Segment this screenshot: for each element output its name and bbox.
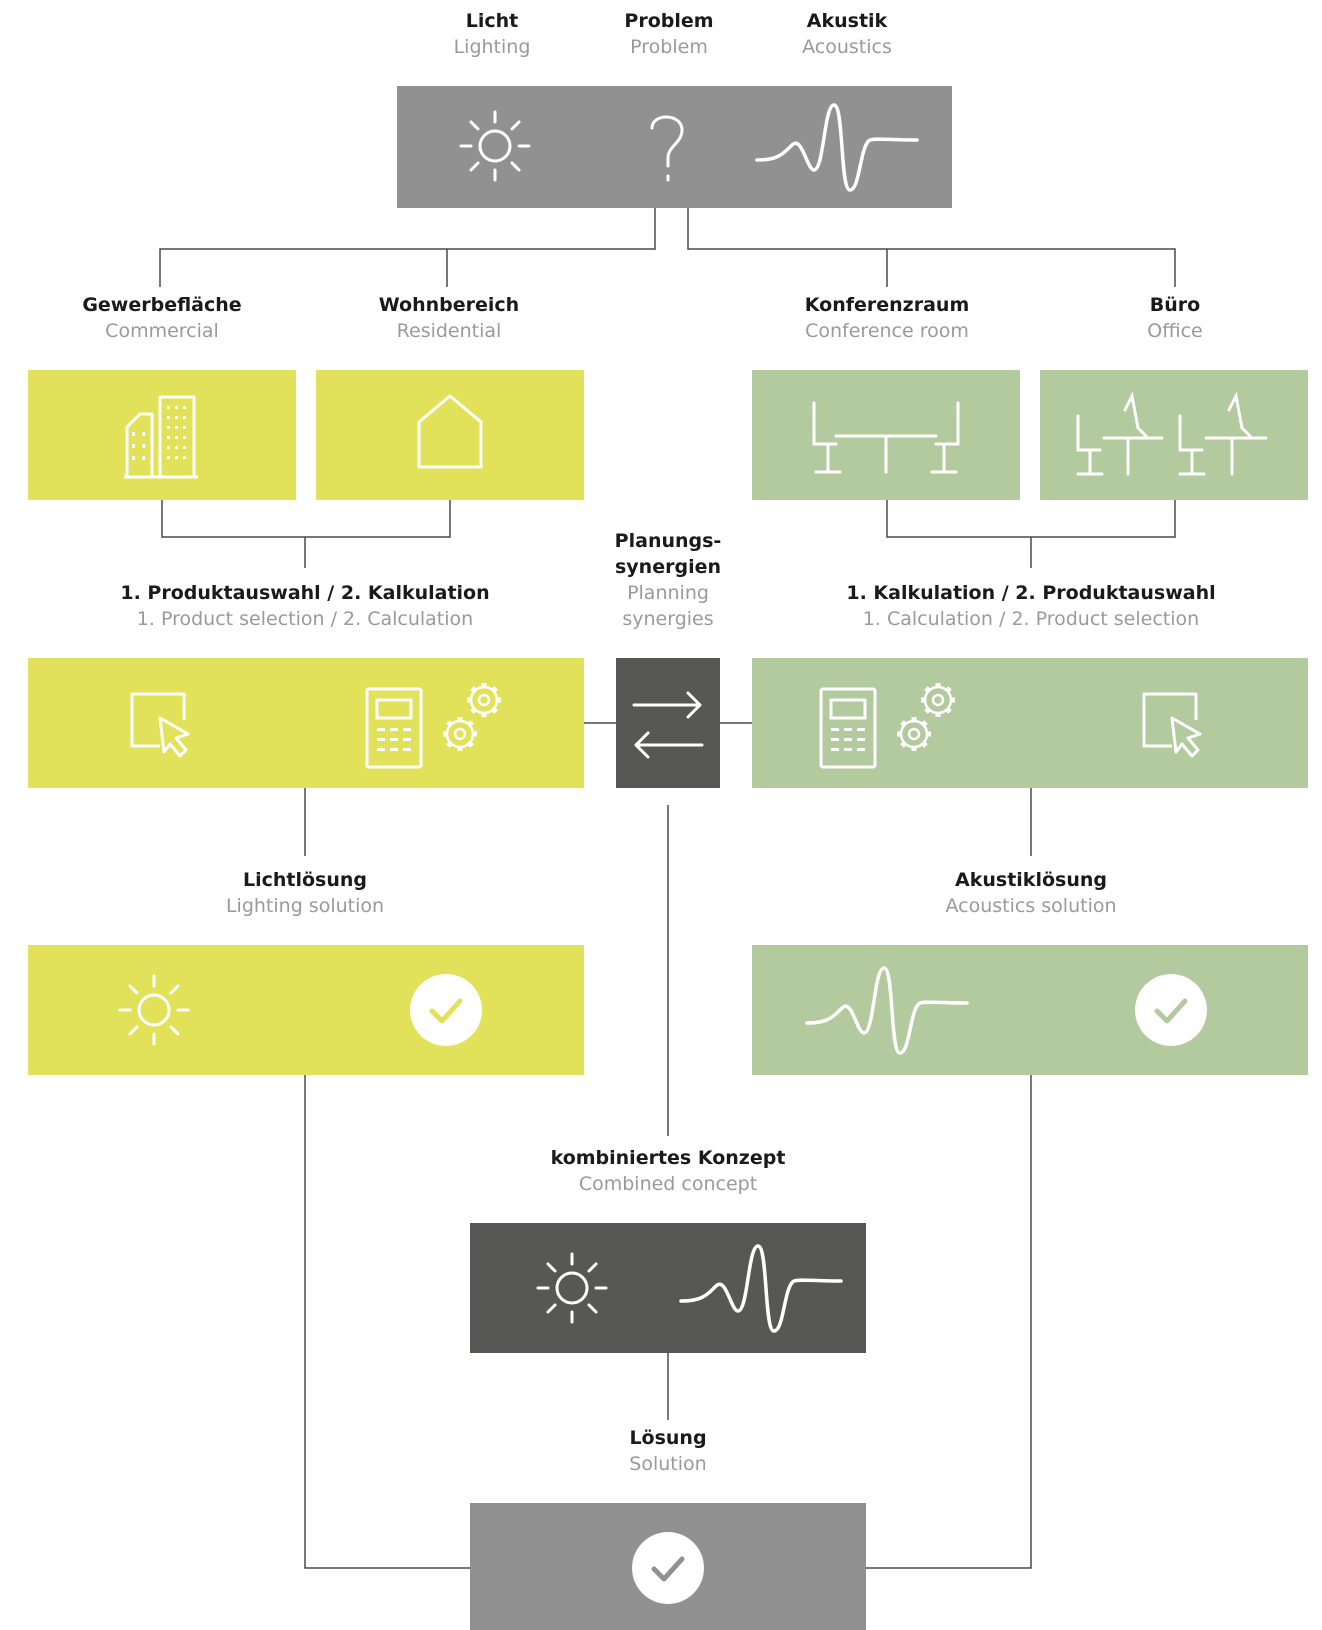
label-combined-concept: kombiniertes Konzept Combined concept <box>551 1145 786 1197</box>
label-problem-en: Problem <box>630 36 708 58</box>
conference-room-box <box>752 370 1020 500</box>
label-acoustics-solution-en: Acoustics solution <box>945 895 1117 917</box>
label-acoustics-process-de: 1. Kalkulation / 2. Produktauswahl <box>846 582 1216 604</box>
label-solution-de: Lösung <box>629 1427 707 1449</box>
sound-wave-icon <box>805 966 969 1055</box>
calculator-icon <box>819 687 877 769</box>
lighting-solution-box <box>28 945 584 1075</box>
acoustics-process-box <box>752 658 1308 788</box>
conference-table-icon <box>812 401 960 474</box>
label-acoustics-solution-de: Akustiklösung <box>955 869 1107 891</box>
acoustics-solution-box <box>752 945 1308 1075</box>
label-lighting-solution-de: Lichtlösung <box>242 869 368 891</box>
label-acoustics-en: Acoustics <box>802 36 892 58</box>
label-problem-de: Problem <box>624 10 714 32</box>
label-lighting-process: 1. Produktauswahl / 2. Kalkulation 1. Pr… <box>120 580 489 632</box>
label-conference-room-en: Conference room <box>805 320 969 342</box>
cursor-select-icon <box>130 692 190 758</box>
label-acoustics-process: 1. Kalkulation / 2. Produktauswahl 1. Ca… <box>846 580 1215 632</box>
label-office-en: Office <box>1147 320 1203 342</box>
label-lighting-solution-en: Lighting solution <box>225 895 385 917</box>
label-combined-concept-en: Combined concept <box>578 1173 758 1195</box>
label-solution: Lösung Solution <box>629 1425 706 1477</box>
label-commercial-en: Commercial <box>105 320 219 342</box>
commercial-box <box>28 370 296 500</box>
sun-icon <box>536 1252 608 1324</box>
label-lighting-solution: Lichtlösung Lighting solution <box>226 867 384 919</box>
label-solution-en: Solution <box>629 1453 707 1475</box>
house-icon <box>417 394 483 469</box>
checkmark-icon <box>632 1532 704 1604</box>
lighting-process-box <box>28 658 584 788</box>
label-commercial: Gewerbefläche Commercial <box>82 292 241 344</box>
question-mark-icon <box>650 115 684 182</box>
label-residential-en: Residential <box>396 320 502 342</box>
label-conference-room: Konferenzraum Conference room <box>805 292 969 344</box>
final-solution-box <box>470 1503 866 1630</box>
label-combined-concept-de: kombiniertes Konzept <box>550 1147 786 1169</box>
label-lighting-de: Licht <box>465 10 519 32</box>
label-residential: Wohnbereich Residential <box>379 292 519 344</box>
label-lighting-process-de: 1. Produktauswahl / 2. Kalkulation <box>120 582 490 604</box>
label-acoustics-process-en: 1. Calculation / 2. Product selection <box>862 608 1200 630</box>
checkmark-icon <box>410 974 482 1046</box>
gears-icon <box>443 683 501 751</box>
label-commercial-de: Gewerbefläche <box>82 294 242 316</box>
label-synergies-en-2: synergies <box>622 608 714 630</box>
label-residential-de: Wohnbereich <box>378 294 520 316</box>
label-problem: Problem Problem <box>624 8 713 60</box>
label-lighting: Licht Lighting <box>454 8 531 60</box>
residential-box <box>316 370 584 500</box>
label-acoustics-solution: Akustiklösung Acoustics solution <box>945 867 1116 919</box>
sun-icon <box>459 110 531 182</box>
label-synergies-en-1: Planning <box>627 582 709 604</box>
calculator-icon <box>365 687 423 769</box>
label-office: Büro Office <box>1147 292 1202 344</box>
label-office-de: Büro <box>1149 294 1201 316</box>
exchange-arrows-icon <box>632 691 704 759</box>
gears-icon <box>897 683 955 751</box>
checkmark-icon <box>1135 974 1207 1046</box>
label-acoustics: Akustik Acoustics <box>802 8 892 60</box>
sun-icon <box>118 974 190 1046</box>
label-lighting-en: Lighting <box>453 36 531 58</box>
label-lighting-process-en: 1. Product selection / 2. Calculation <box>136 608 474 630</box>
label-synergies: Planungs- synergien Planning synergies <box>615 528 722 632</box>
label-synergies-de-2: synergien <box>614 556 722 578</box>
label-synergies-de-1: Planungs- <box>614 530 722 552</box>
problem-box <box>397 86 952 208</box>
buildings-icon <box>124 395 198 479</box>
label-acoustics-de: Akustik <box>806 10 888 32</box>
office-box <box>1040 370 1308 500</box>
label-conference-room-de: Konferenzraum <box>804 294 970 316</box>
office-desks-icon <box>1076 391 1268 476</box>
cursor-select-icon <box>1142 692 1202 758</box>
combined-concept-box <box>470 1223 866 1353</box>
sound-wave-icon <box>755 103 919 192</box>
sound-wave-icon <box>679 1244 843 1333</box>
synergy-box <box>616 658 720 788</box>
